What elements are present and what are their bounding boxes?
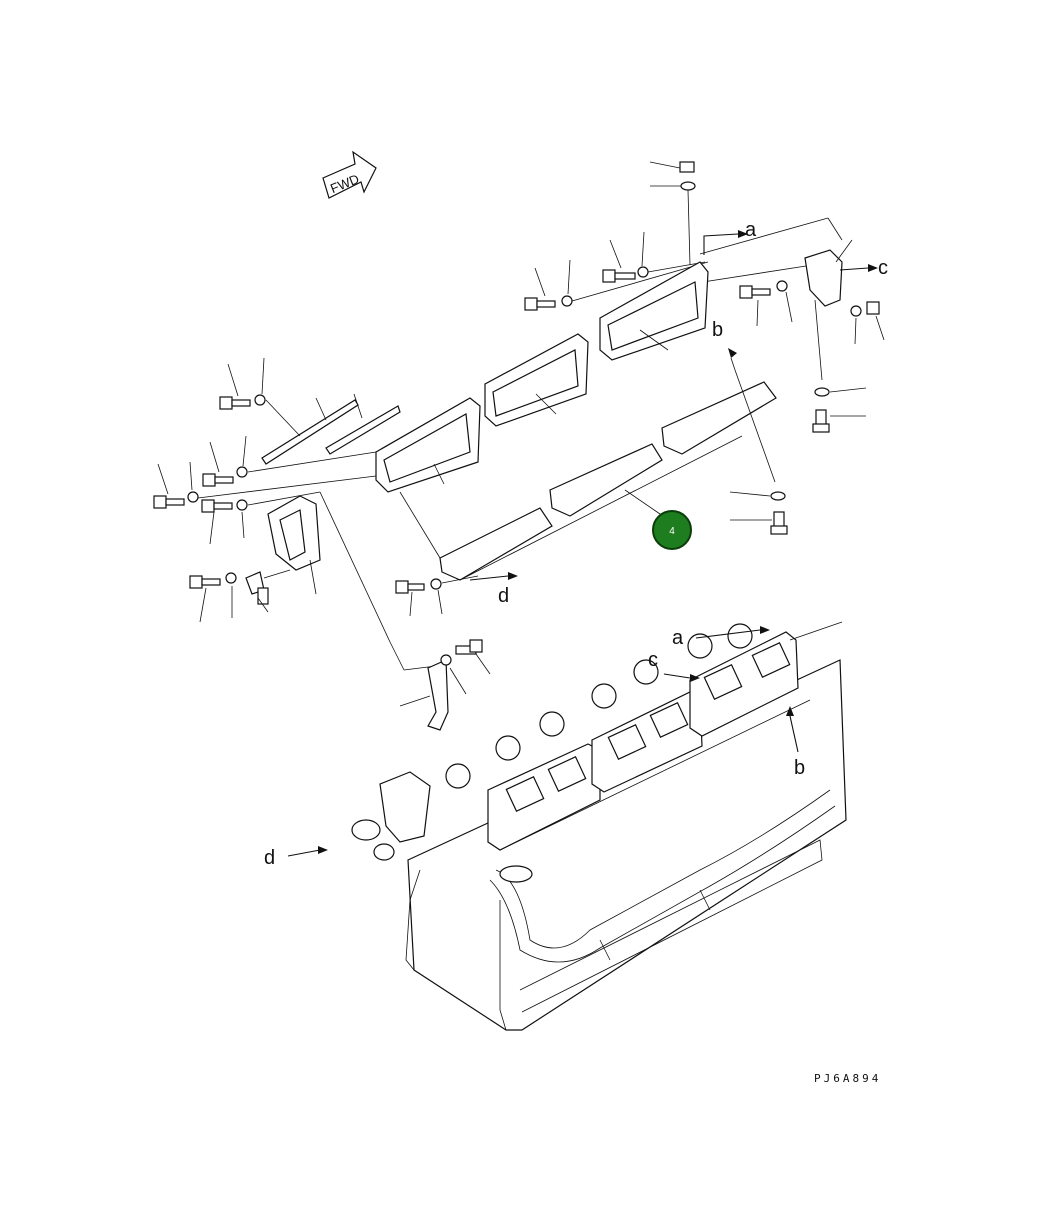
ref-d-upper: d [395,572,518,617]
ref-letter-b-lower: b [794,757,805,779]
callout-badge[interactable]: 4 [652,510,692,550]
fwd-arrow-icon: FWD [322,150,377,199]
ref-letter-c: c [878,257,888,279]
bracket-c-assembly [689,217,885,433]
callout-circle [652,510,692,550]
engine-block [351,621,847,1031]
drawing-code: PJ6A894 [814,1072,881,1085]
ref-letter-b: b [712,319,723,341]
ref-letter-a-lower: a [672,627,684,649]
ref-b-lower: b [786,706,805,779]
exhaust-ports [445,623,753,789]
left-hardware [153,357,441,671]
ref-a-top: a [703,219,757,255]
ref-a-lower: a [672,626,770,649]
mounting-bracket [399,639,491,731]
upper-hardware [524,161,709,311]
ref-letter-d-upper: d [498,585,509,607]
ref-d-lower: d [264,846,328,869]
upper-shroud-panels [375,261,709,493]
ref-letter-a: a [745,219,757,241]
lower-shroud-strips: b [439,319,788,581]
ref-letter-d-lower: d [264,847,275,869]
callout-number: 4 [669,526,675,537]
ref-c-lower: c [648,649,700,682]
ref-letter-c-lower: c [648,649,658,671]
